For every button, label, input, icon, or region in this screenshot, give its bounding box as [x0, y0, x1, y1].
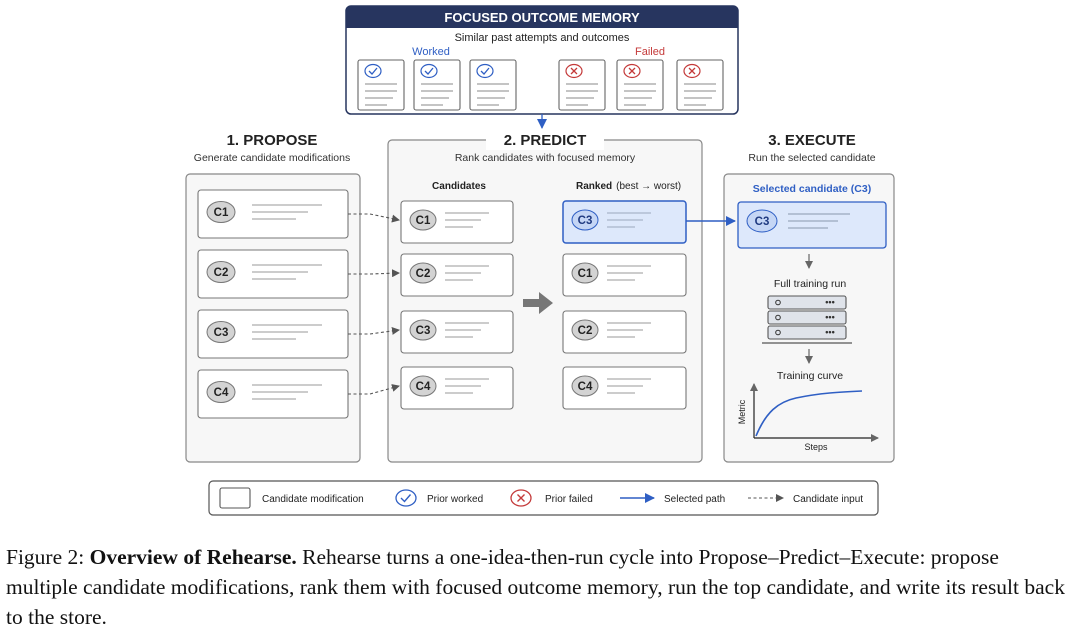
candidate-badge [409, 375, 437, 397]
legend-check-icon [395, 489, 417, 507]
candidate-badge [571, 262, 599, 284]
cross-icon [683, 63, 701, 79]
candidate-label: C4 [578, 381, 593, 393]
candidate-badge [206, 381, 236, 403]
candidate-label: C3 [214, 327, 229, 339]
svg-text:•••: ••• [825, 327, 834, 337]
candidate-input-arrow [348, 269, 400, 278]
svg-text:•••: ••• [825, 297, 834, 307]
execute-selected-card: C3 [737, 201, 887, 249]
candidate-label: C1 [214, 207, 229, 219]
server-icon: ••• ••• ••• [762, 295, 852, 344]
focused-outcome-memory: FOCUSED OUTCOME MEMORY Similar past atte… [345, 5, 739, 115]
memory-title: FOCUSED OUTCOME MEMORY [444, 10, 640, 25]
svg-text:•••: ••• [825, 312, 834, 322]
legend-input-label: Candidate input [793, 494, 863, 505]
candidate-badge [206, 261, 236, 283]
predict-candidate-c1: C1 [400, 200, 514, 244]
candidate-label: C3 [578, 215, 593, 227]
propose-subtitle: Generate candidate modifications [194, 152, 350, 164]
training-run-label: Full training run [774, 278, 847, 290]
legend-failed-label: Prior failed [545, 494, 593, 505]
candidate-badge [571, 319, 599, 341]
predict-title: 2. PREDICT [504, 132, 587, 149]
rehearse-overview-diagram: FOCUSED OUTCOME MEMORY Similar past atte… [185, 5, 895, 516]
ranked-candidate-c3: C3 [562, 200, 687, 244]
candidate-label: C4 [416, 381, 431, 393]
predict-candidate-c4: C4 [400, 366, 514, 410]
predict-ranked-note: (best → worst) [616, 181, 681, 192]
propose-candidate-c1: C1 [197, 189, 349, 239]
legend-selected-label: Selected path [664, 494, 725, 505]
candidate-input-arrow [348, 326, 400, 335]
memory-worked-doc [357, 59, 405, 111]
execute-selected-label: C3 [755, 216, 770, 228]
propose-candidate-c3: C3 [197, 309, 349, 359]
candidate-badge [409, 209, 437, 231]
figure-caption: Figure 2: Overview of Rehearse. Rehearse… [6, 542, 1074, 632]
memory-failed-doc [558, 59, 606, 111]
cross-icon [565, 63, 583, 79]
predict-subtitle: Rank candidates with focused memory [455, 152, 636, 164]
memory-failed-doc [676, 59, 724, 111]
ranked-candidate-c1: C1 [562, 253, 687, 297]
memory-worked-doc [469, 59, 517, 111]
execute-title: 3. EXECUTE [768, 132, 856, 149]
ranked-candidate-c4: C4 [562, 366, 687, 410]
execute-selected-badge [746, 209, 778, 233]
propose-candidate-c2: C2 [197, 249, 349, 299]
candidate-label: C4 [214, 387, 229, 399]
propose-candidate-c4: C4 [197, 369, 349, 419]
candidate-label: C2 [578, 325, 593, 337]
memory-worked-doc [413, 59, 461, 111]
candidate-badge [206, 201, 236, 223]
training-curve-label: Training curve [777, 370, 843, 382]
predict-ranked-label: Ranked [576, 181, 612, 192]
memory-worked-label: Worked [412, 46, 450, 58]
legend: Candidate modification Prior worked Prio… [208, 480, 879, 516]
propose-title: 1. PROPOSE [227, 132, 318, 149]
candidate-label: C3 [416, 325, 431, 337]
candidate-label: C1 [416, 215, 431, 227]
candidate-input-arrow [348, 213, 400, 223]
candidate-badge [571, 375, 599, 397]
rank-arrow-icon [523, 292, 553, 314]
check-icon [364, 63, 382, 79]
candidate-badge [409, 319, 437, 341]
caption-prefix: Figure 2: [6, 545, 90, 569]
legend-cross-icon [510, 489, 532, 507]
predict-candidate-c2: C2 [400, 253, 514, 297]
memory-failed-doc [616, 59, 664, 111]
candidate-badge [206, 321, 236, 343]
cross-icon [623, 63, 641, 79]
candidate-label: C1 [578, 268, 593, 280]
training-curve-line [755, 390, 863, 437]
candidate-input-arrow [348, 384, 400, 395]
candidate-badge [571, 209, 599, 231]
training-curve-plot: Metric Steps [737, 383, 879, 452]
memory-subtitle: Similar past attempts and outcomes [455, 32, 630, 44]
candidate-label: C2 [214, 267, 229, 279]
caption-body: Rehearse turns a one-idea-then-run cycle… [6, 545, 1065, 629]
candidate-badge [409, 262, 437, 284]
predict-candidates-header: Candidates [432, 181, 486, 192]
legend-candidate-label: Candidate modification [262, 494, 364, 505]
curve-y-label: Metric [737, 399, 747, 424]
execute-subtitle: Run the selected candidate [748, 152, 875, 164]
check-icon [420, 63, 438, 79]
caption-bold: Overview of Rehearse. [89, 545, 297, 569]
legend-worked-label: Prior worked [427, 494, 483, 505]
ranked-candidate-c2: C2 [562, 310, 687, 354]
execute-selected-header: Selected candidate (C3) [753, 183, 871, 195]
predict-candidate-c3: C3 [400, 310, 514, 354]
memory-failed-label: Failed [635, 46, 665, 58]
check-icon [476, 63, 494, 79]
curve-x-label: Steps [804, 442, 828, 452]
legend-candidate-swatch [219, 487, 251, 509]
candidate-label: C2 [416, 268, 431, 280]
predict-ranked-header: Ranked (best → worst) [576, 181, 681, 192]
